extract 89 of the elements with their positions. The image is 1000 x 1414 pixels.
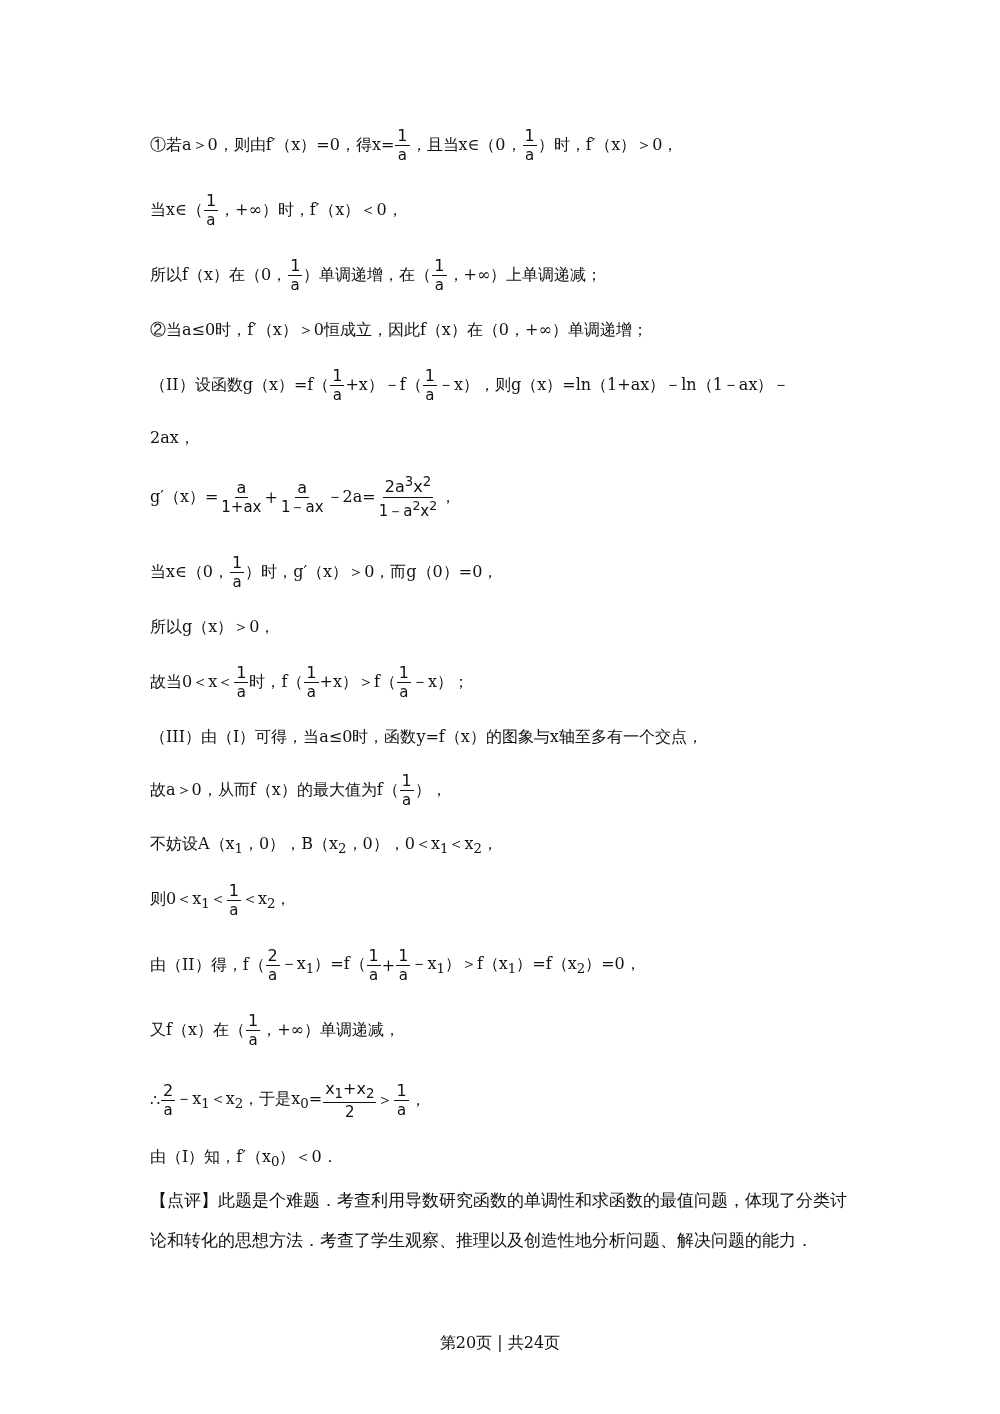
fraction-denominator: a xyxy=(247,1031,259,1050)
fraction-denominator: a xyxy=(289,276,301,295)
formula-text: －x$_{1}$＜x$_{2}$，于是x$_{0}$= xyxy=(176,1088,323,1112)
fraction-denominator: a xyxy=(396,146,408,165)
fraction-denominator: a xyxy=(267,966,279,985)
fraction-numerator: 1 xyxy=(396,662,412,684)
formula-text: 则0＜x$_{1}$＜ xyxy=(150,888,226,912)
fraction-denominator: a xyxy=(401,791,413,810)
formula-text: －x）； xyxy=(412,671,470,693)
fraction-numerator: 1 xyxy=(304,662,319,684)
fraction-numerator: 1 xyxy=(330,365,345,387)
fraction-numerator: 2a$^{3}$x$^{2}$ xyxy=(382,474,434,498)
formula-text: 当x∈（ xyxy=(150,199,203,221)
fraction-denominator: a xyxy=(162,1101,174,1120)
formula-text: 2ax， xyxy=(150,427,195,449)
fraction-denominator: a xyxy=(235,683,247,702)
page-number: 第20页 | 共24页 xyxy=(438,1333,562,1354)
formula-text: 所以g（x）＞0， xyxy=(150,616,276,638)
formula-text: ＞ xyxy=(377,1089,394,1111)
fraction-denominator: 1+ax xyxy=(220,498,263,517)
fraction-numerator: 1 xyxy=(432,255,447,277)
comment-paragraph: 【点评】此题是个难题．考查利用导数研究函数的单调性和求函数的最值问题，体现了分类讨论和转化的思想方法．考查了学生观察、推理以及创造性地分析问题、解决问题的能力． xyxy=(150,1189,848,1252)
formula-text: （II）设函数g（x）=f（ xyxy=(150,374,330,396)
fraction-denominator: a xyxy=(231,573,243,592)
fraction-denominator: a xyxy=(331,386,343,405)
formula-text: 时，f（ xyxy=(249,671,304,693)
formula-text: + xyxy=(381,955,396,975)
fraction-numerator: 1 xyxy=(522,125,537,147)
formula-text: 由（I）知，f′（x$_{0}$）＜0． xyxy=(150,1146,338,1170)
fraction-numerator: 1 xyxy=(396,945,411,967)
formula-text: ＜x$_{2}$， xyxy=(241,888,292,912)
fraction-numerator: 1 xyxy=(395,125,410,147)
fraction-denominator: a xyxy=(395,1101,408,1120)
formula-text: ）， xyxy=(414,779,447,801)
fraction-numerator: x$_{1}$+x$_{2}$ xyxy=(323,1078,377,1104)
fraction-numerator: 1 xyxy=(366,945,381,967)
formula-text: +x）－f（ xyxy=(345,374,422,396)
formula-text: 由（II）得，f（ xyxy=(150,954,265,976)
formula-text: －x），则g（x）=ln（1+ax）－ln（1－ax）－ xyxy=(437,374,790,396)
formula-text: －2a= xyxy=(326,486,376,508)
formula-text: ， xyxy=(440,486,457,508)
fraction-numerator: 1 xyxy=(245,1010,261,1032)
formula-text: g′（x）= xyxy=(150,486,219,508)
formula-text: ∴ xyxy=(150,1090,160,1110)
fraction-numerator: 1 xyxy=(234,662,249,684)
fraction-numerator: 1 xyxy=(203,190,219,212)
fraction-numerator: 1 xyxy=(422,365,437,387)
fraction-denominator: a xyxy=(424,386,436,405)
formula-text: ，+∞）时，f′（x）＜0， xyxy=(219,199,403,221)
formula-text: 故a＞0，从而f（x）的最大值为f（ xyxy=(150,779,399,801)
fraction-denominator: a xyxy=(228,901,240,920)
fraction-denominator: a xyxy=(433,276,445,295)
formula-text: ，+∞）单调递减， xyxy=(261,1019,400,1041)
fraction-denominator: a xyxy=(397,966,409,985)
formula-text: 所以f（x）在（0， xyxy=(150,264,288,286)
fraction-numerator: 1 xyxy=(230,552,245,574)
formula-text: ，+∞）上单调递减； xyxy=(447,264,603,286)
formula-text: ，且当x∈（0， xyxy=(410,134,522,156)
formula-text: 故当0＜x＜ xyxy=(150,671,234,693)
formula-text: ②当a≤0时，f′（x）＞0恒成立，因此f（x）在（0，+∞）单调递增； xyxy=(150,319,648,341)
fraction-numerator: 2 xyxy=(161,1080,176,1102)
fraction-denominator: a xyxy=(368,966,380,985)
formula-text: ， xyxy=(409,1089,426,1111)
formula-text: 当x∈（0， xyxy=(150,561,230,583)
fraction-denominator: a xyxy=(524,146,536,165)
fraction-denominator: a xyxy=(205,211,217,230)
formula-text: + xyxy=(264,487,278,507)
fraction-denominator: 1－ax xyxy=(279,498,325,517)
formula-text: ）单调递增，在（ xyxy=(303,264,432,286)
fraction-numerator: a xyxy=(234,477,249,499)
formula-text: （III）由（I）可得，当a≤0时，函数y=f（x）的图象与x轴至多有一个交点， xyxy=(150,726,703,748)
formula-text: ）时，g′（x）＞0，而g（0）=0， xyxy=(245,561,499,583)
formula-text: －x$_{1}$）＞f（x$_{1}$）=f（x$_{2}$）=0， xyxy=(411,953,641,977)
fraction-denominator: a xyxy=(305,683,317,702)
fraction-numerator: 1 xyxy=(226,880,241,902)
fraction-denominator: 2 xyxy=(344,1103,356,1122)
formula-text: 又f（x）在（ xyxy=(150,1019,245,1041)
fraction-numerator: a xyxy=(295,477,310,499)
formula-text: ①若a＞0，则由f′（x）=0，得x= xyxy=(150,134,395,156)
fraction-denominator: 1－a$^{2}$x$^{2}$ xyxy=(377,497,439,520)
formula-text: －x$_{1}$）=f（ xyxy=(280,953,366,977)
formula-text: +x）＞f（ xyxy=(319,671,396,693)
fraction-numerator: 1 xyxy=(288,255,303,277)
fraction-numerator: 1 xyxy=(399,770,414,792)
fraction-numerator: 1 xyxy=(394,1080,409,1102)
fraction-denominator: a xyxy=(398,683,410,702)
formula-text: 不妨设A（x$_{1}$，0），B（x$_{2}$，0），0＜x$_{1}$＜x$_{2}$， xyxy=(150,833,498,857)
formula-text: ）时，f′（x）＞0， xyxy=(537,134,679,156)
fraction-numerator: 2 xyxy=(265,945,280,967)
